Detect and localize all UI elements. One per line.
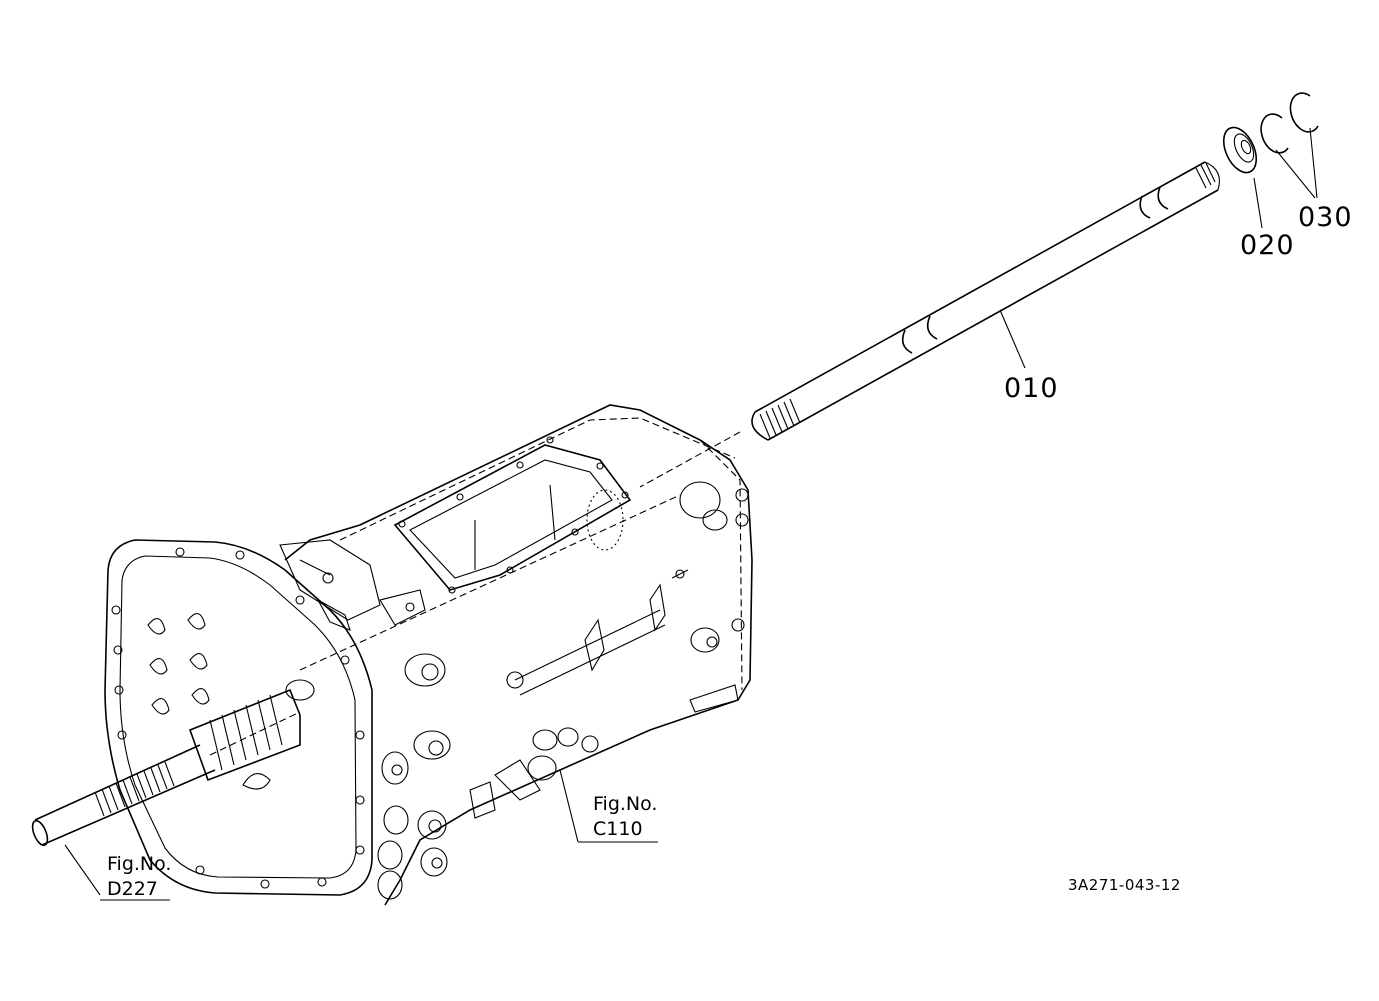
circlips-030[interactable]: [1260, 92, 1319, 199]
part-label-020[interactable]: 020: [1240, 230, 1295, 261]
fig-ref-c110-code[interactable]: C110: [593, 818, 643, 840]
shaft-010[interactable]: [639, 161, 1220, 488]
part-label-030[interactable]: 030: [1298, 202, 1353, 233]
bearing-020[interactable]: [1217, 122, 1263, 229]
transmission-housing: [104, 404, 753, 906]
leader-c110: [559, 769, 579, 843]
fig-ref-c110-title: Fig.No.: [593, 793, 658, 815]
drawing-code: 3A271-043-12: [1068, 876, 1181, 894]
fig-ref-d227-code[interactable]: D227: [107, 878, 158, 900]
input-shaft: [31, 679, 315, 896]
part-label-010[interactable]: 010: [1004, 373, 1059, 404]
fig-ref-d227-title: Fig.No.: [107, 853, 172, 875]
